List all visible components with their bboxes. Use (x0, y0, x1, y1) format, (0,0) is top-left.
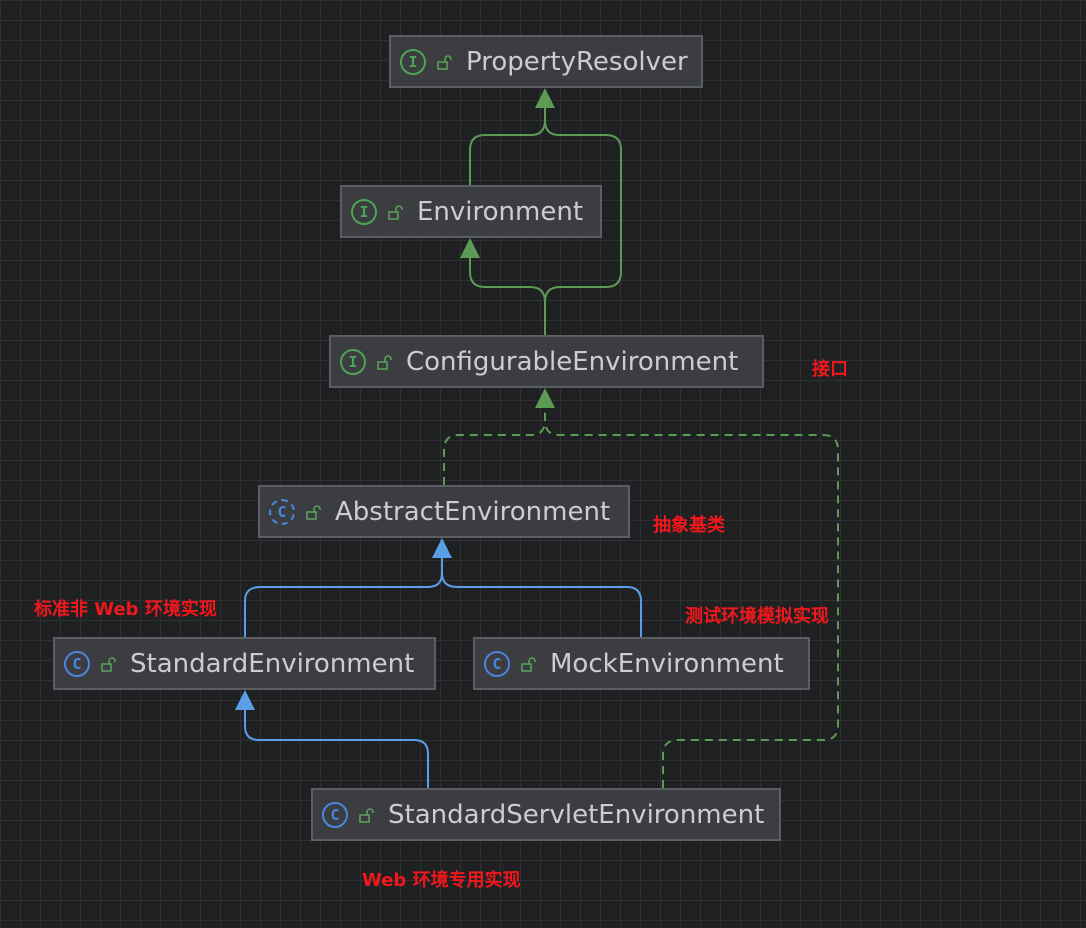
node-mock-environment[interactable]: C MockEnvironment (473, 637, 810, 690)
arrowhead-environment (460, 238, 480, 258)
edge-mock-to-abstract (441, 572, 642, 637)
unlock-icon (306, 504, 321, 520)
unlock-icon (521, 656, 536, 672)
node-standard-servlet-environment[interactable]: C StandardServletEnvironment (311, 788, 781, 841)
node-label: PropertyResolver (466, 46, 688, 77)
class-icon: C (64, 650, 90, 677)
unlock-icon (101, 656, 116, 672)
interface-icon: I (340, 348, 366, 375)
edge-standard-to-abstract (244, 556, 443, 637)
arrowhead-configurable (535, 388, 555, 408)
arrowhead-propertyresolver (535, 88, 555, 108)
class-icon: C (484, 650, 510, 677)
edge-environment-to-propertyresolver (469, 102, 546, 185)
annotation-standard-non-web: 标准非 Web 环境实现 (34, 599, 217, 620)
edge-abstract-to-configurable (443, 408, 546, 485)
edge-configurable-to-propertyresolver (544, 119, 622, 335)
node-label: StandardServletEnvironment (388, 799, 765, 830)
node-standard-environment[interactable]: C StandardEnvironment (53, 637, 436, 690)
node-label: ConfigurableEnvironment (406, 346, 739, 377)
interface-icon: I (351, 198, 377, 225)
annotation-abstract-base: 抽象基类 (653, 515, 725, 536)
class-icon: C (322, 801, 348, 828)
unlock-icon (437, 54, 452, 70)
unlock-icon (388, 204, 403, 220)
annotation-web-specific: Web 环境专用实现 (362, 870, 521, 891)
node-property-resolver[interactable]: I PropertyResolver (389, 35, 703, 88)
edge-servlet-to-configurable (544, 419, 839, 788)
node-environment[interactable]: I Environment (340, 185, 602, 238)
interface-icon: I (400, 48, 426, 75)
node-label: MockEnvironment (550, 648, 784, 679)
abstract-class-icon: C (269, 498, 295, 525)
unlock-icon (377, 354, 392, 370)
annotation-test-mock: 测试环境模拟实现 (685, 606, 829, 627)
node-label: StandardEnvironment (130, 648, 415, 679)
edge-configurable-to-environment (469, 252, 546, 303)
arrowhead-abstract (432, 538, 452, 558)
arrowhead-standard (235, 690, 255, 710)
annotation-interface: 接口 (812, 359, 848, 380)
node-label: AbstractEnvironment (335, 496, 611, 527)
node-label: Environment (417, 196, 584, 227)
node-abstract-environment[interactable]: C AbstractEnvironment (258, 485, 630, 538)
edge-servlet-to-standard (244, 708, 429, 788)
unlock-icon (359, 807, 374, 823)
node-configurable-environment[interactable]: I ConfigurableEnvironment (329, 335, 764, 388)
